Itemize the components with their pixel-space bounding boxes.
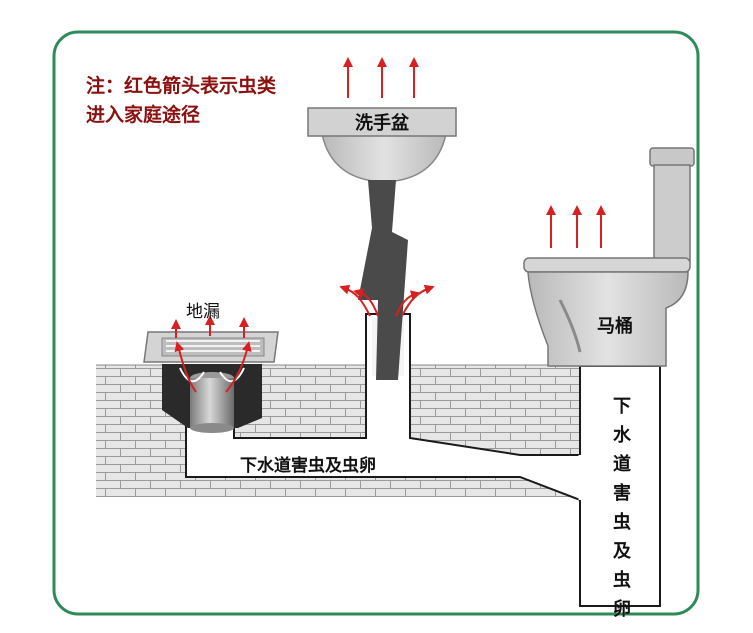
note-line-1: 注：红色箭头表示虫类 bbox=[86, 75, 277, 97]
floor-drain-label: 地漏 bbox=[186, 302, 220, 322]
toilet-label: 马桶 bbox=[597, 316, 633, 337]
vertical-pipe-label: 下水道害虫及虫卵 bbox=[613, 396, 631, 620]
horizontal-pipe-label: 下水道害虫及虫卵 bbox=[240, 456, 376, 476]
floor-drain-icon bbox=[143, 331, 279, 433]
note-line-2: 进入家庭途径 bbox=[86, 104, 201, 126]
sink-icon bbox=[307, 107, 457, 380]
pest-path-arrows bbox=[171, 57, 606, 393]
sink-label: 洗手盆 bbox=[355, 113, 409, 134]
legend-note: 注：红色箭头表示虫类 进入家庭途径 bbox=[86, 72, 276, 130]
toilet-icon bbox=[523, 147, 695, 367]
